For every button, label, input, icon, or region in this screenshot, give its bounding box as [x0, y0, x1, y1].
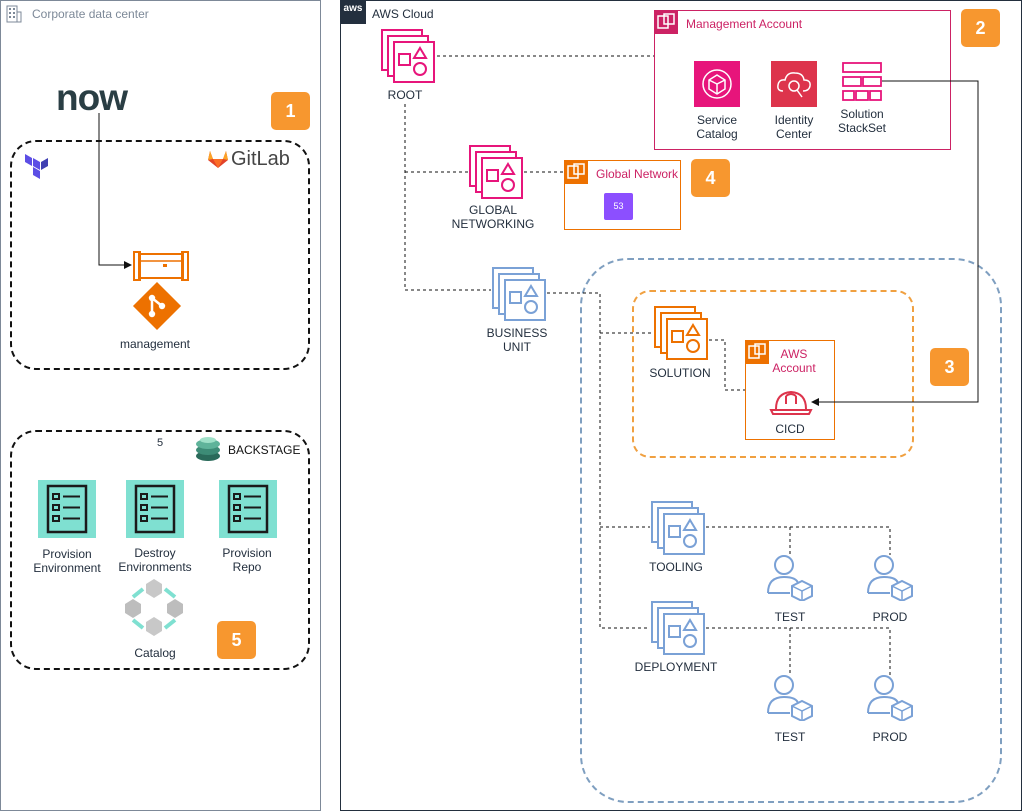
service-label: Service Catalog	[696, 113, 738, 141]
deployment-test-label: TEST	[774, 730, 806, 744]
tooling-ou-icon[interactable]	[650, 500, 706, 556]
backstage-count-label: 5	[157, 437, 164, 449]
step-badge-3: 3	[930, 348, 969, 386]
aws-account-title: AWS Account	[772, 347, 816, 375]
catalog-label: Catalog	[134, 646, 176, 660]
catalog-icon[interactable]	[121, 577, 187, 639]
management-account-title: Management Account	[686, 17, 803, 31]
provision-repo-template-icon[interactable]	[217, 478, 279, 540]
solution-stackset-icon[interactable]	[842, 62, 882, 102]
global-network-title: Global Network	[596, 167, 679, 181]
identity-center-icon[interactable]	[771, 61, 817, 107]
pipeline-icon	[133, 251, 189, 281]
backstage-item-label: Destroy Environments	[118, 546, 192, 574]
root-ou-label: ROOT	[387, 88, 423, 102]
aws-logo-text: aws	[343, 3, 363, 14]
business-unit-group	[580, 258, 1002, 803]
business-unit-tree-link	[547, 292, 650, 629]
solution-group	[632, 290, 914, 458]
backstage-title: BACKSTAGE	[228, 443, 301, 457]
step-badge-1: 1	[271, 92, 310, 130]
solution-ou-icon[interactable]	[653, 305, 709, 361]
root-tree-link	[404, 104, 491, 291]
business-unit-ou-label: BUSINESS UNIT	[486, 326, 548, 354]
solution-account-link	[709, 339, 745, 391]
destroy-environments-template-icon[interactable]	[124, 478, 186, 540]
step-badge-4: 4	[691, 159, 730, 197]
backstage-logo-icon	[196, 437, 220, 461]
servicenow-to-pipeline-arrow	[98, 113, 132, 269]
gitlab-title: GitLab	[231, 148, 290, 170]
business-unit-ou-icon[interactable]	[491, 266, 547, 322]
tooling-accounts-link	[706, 526, 891, 555]
aws-cloud-title: AWS Cloud	[372, 7, 434, 21]
cicd-label: CICD	[775, 422, 805, 436]
solution-ou-label: SOLUTION	[649, 366, 711, 380]
git-repository-icon	[132, 281, 182, 331]
route53-icon: 53	[604, 193, 633, 220]
tooling-prod-label: PROD	[872, 610, 908, 624]
deployment-prod-label: PROD	[872, 730, 908, 744]
root-ou-icon[interactable]	[380, 28, 436, 84]
service-label: Identity Center	[774, 113, 814, 141]
deployment-accounts-link	[706, 627, 891, 675]
tooling-test-account-icon[interactable]	[766, 553, 816, 601]
account-icon	[745, 340, 769, 364]
building-icon	[6, 5, 22, 23]
deployment-ou-icon[interactable]	[650, 600, 706, 656]
stackset-to-cicd-arrow	[811, 80, 979, 406]
step-badge-2: 2	[961, 9, 1000, 47]
deployment-test-account-icon[interactable]	[766, 673, 816, 721]
terraform-icon	[25, 154, 48, 179]
gitlab-logo-icon	[208, 151, 228, 168]
deployment-ou-label: DEPLOYMENT	[634, 660, 718, 674]
backstage-item-label: Provision Repo	[222, 546, 272, 574]
account-icon	[564, 160, 588, 184]
tooling-ou-label: TOOLING	[649, 560, 703, 574]
step-badge-5: 5	[217, 621, 256, 659]
aws-logo-icon: aws	[340, 0, 366, 24]
account-icon	[654, 10, 678, 34]
tooling-prod-account-icon[interactable]	[866, 553, 916, 601]
hard-hat-icon	[769, 390, 813, 415]
deployment-prod-account-icon[interactable]	[866, 673, 916, 721]
global-networking-ou-label: GLOBAL NETWORKING	[451, 203, 535, 231]
tooling-test-label: TEST	[774, 610, 806, 624]
route53-icon-text: 53	[613, 201, 624, 211]
service-label: Solution StackSet	[837, 107, 887, 135]
management-account-group	[654, 10, 951, 150]
provision-environment-template-icon[interactable]	[36, 478, 98, 540]
gitlab-group	[10, 140, 310, 370]
servicenow-logo: now	[56, 77, 128, 118]
backstage-item-label: Provision Environment	[33, 547, 101, 575]
backstage-group	[10, 430, 310, 670]
global-network-group	[564, 160, 681, 230]
service-catalog-icon[interactable]	[694, 61, 740, 107]
servicenow-logo-text: now	[56, 77, 128, 118]
global-networking-ou-icon[interactable]	[468, 144, 524, 200]
corporate-group-title: Corporate data center	[32, 7, 149, 21]
gitlab-repo-label: management	[119, 337, 191, 351]
